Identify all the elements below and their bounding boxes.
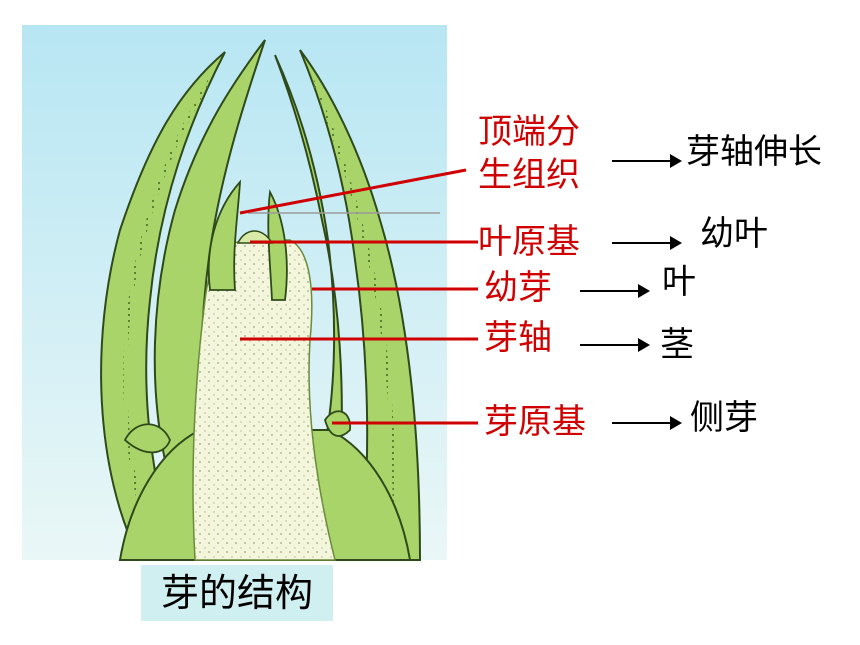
- leader-line-apical-meristem: [239, 168, 467, 215]
- result-stem: 茎: [660, 325, 694, 365]
- label-apical-meristem-line1: 顶端分: [478, 112, 580, 152]
- result-young-leaf: 幼叶: [700, 214, 768, 254]
- arrow-young-bud: [580, 284, 650, 298]
- result-leaf: 叶: [662, 262, 696, 302]
- label-bud-primordium: 芽原基: [484, 402, 586, 442]
- figure-caption: 芽的结构: [141, 565, 333, 621]
- result-axis-elongation: 芽轴伸长: [686, 132, 822, 172]
- leaf-primordium-right: [267, 189, 288, 301]
- leaf-primordium-left: [207, 179, 242, 291]
- lateral-bud-left: [123, 423, 171, 454]
- label-bud-axis: 芽轴: [484, 318, 552, 358]
- arrow-leaf-primordium: [612, 236, 682, 250]
- outer-leaf-right: [299, 49, 422, 561]
- label-apical-meristem-line2: 生组织: [478, 155, 580, 195]
- label-leaf-primordium: 叶原基: [478, 222, 580, 262]
- result-lateral-bud: 侧芽: [690, 398, 758, 438]
- arrow-bud-axis: [580, 338, 650, 352]
- label-young-bud: 幼芽: [484, 268, 552, 308]
- arrow-bud-primordium: [612, 416, 682, 430]
- arrow-apical-meristem: [612, 154, 682, 168]
